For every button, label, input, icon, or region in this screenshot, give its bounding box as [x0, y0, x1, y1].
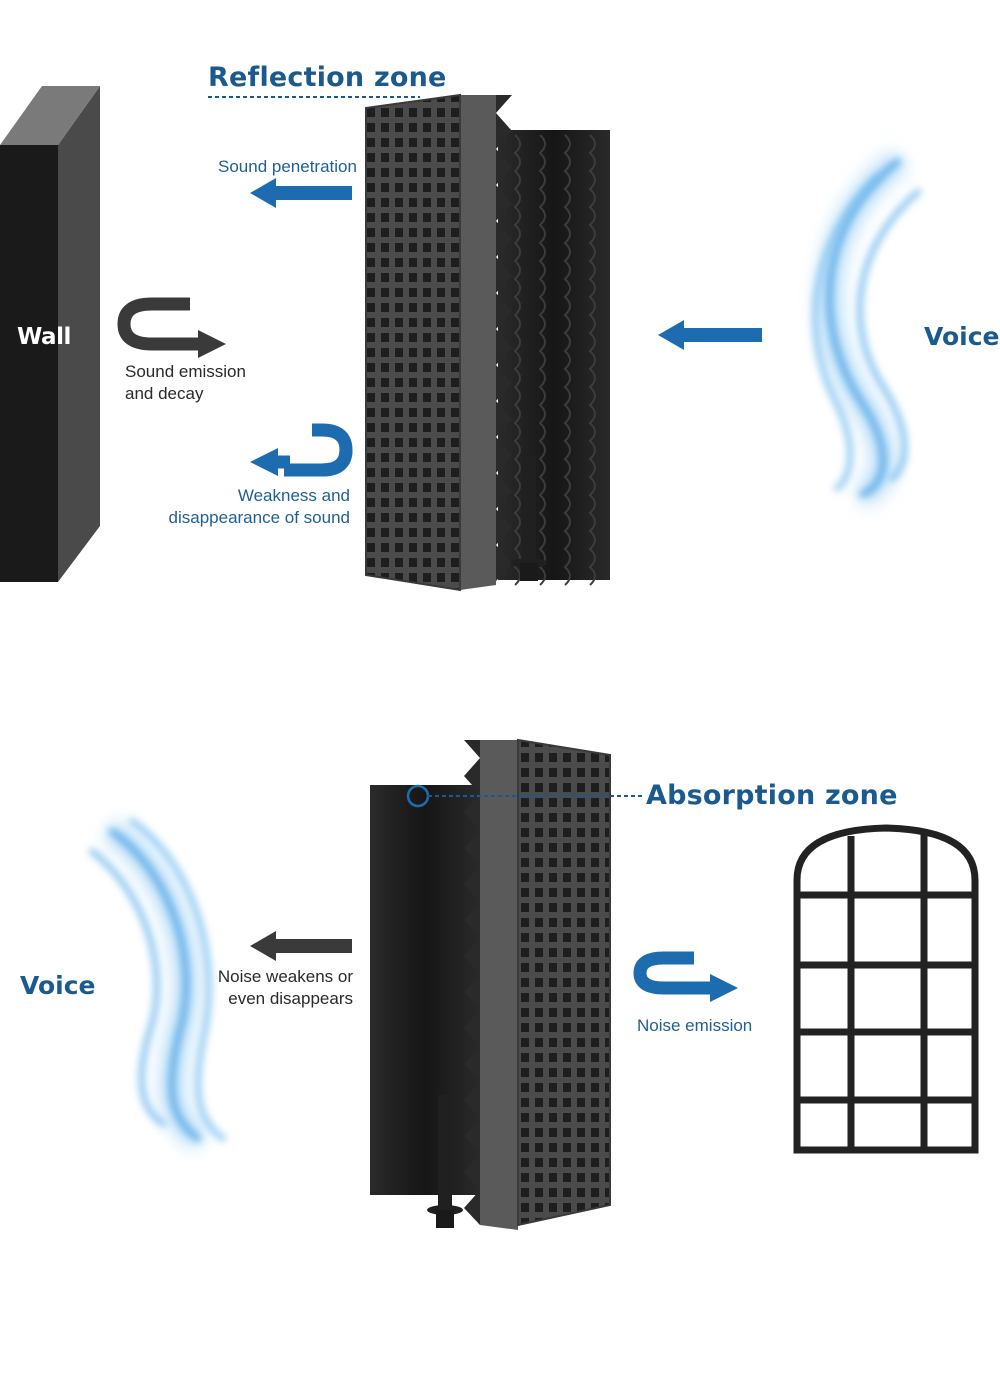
top-isolation-panel: [365, 93, 610, 592]
noise-weakens-arrow: [250, 931, 352, 961]
voice-label-bottom: Voice: [20, 971, 96, 1000]
wall-label: Wall: [17, 324, 71, 350]
sound-emission-label-line2: and decay: [125, 384, 204, 403]
foam-ridge: [513, 134, 521, 586]
noise-emission-uturn-arrow: [633, 951, 738, 1002]
noise-emission-label: Noise emission: [637, 1016, 753, 1035]
sound-penetration-arrow: [250, 178, 352, 208]
foam-ridge: [563, 134, 571, 586]
absorption-zone-title: Absorption zone: [646, 780, 898, 811]
voice-incoming-arrow-top: [658, 320, 762, 350]
voice-label-top: Voice: [924, 322, 1000, 351]
weakness-label-line2: disappearance of sound: [168, 508, 350, 527]
reflection-zone-title: Reflection zone: [208, 62, 447, 93]
noise-weakens-label-line1: Noise weakens or: [217, 967, 353, 986]
bottom-isolation-panel: [370, 738, 642, 1230]
sound-emission-uturn-arrow: [117, 297, 226, 358]
noise-weakens-label-line2: even disappears: [228, 989, 353, 1008]
weakness-label-line1: Weakness and: [237, 486, 350, 505]
voice-wave-top: [812, 151, 922, 506]
sound-penetration-label: Sound penetration: [218, 157, 357, 176]
voice-wave-bottom: [88, 817, 227, 1150]
sound-emission-label-line1: Sound emission: [125, 362, 246, 381]
foam-ridge: [588, 134, 596, 586]
foam-ridge: [538, 134, 546, 586]
arched-window: [793, 824, 979, 1154]
wall-block: [0, 86, 100, 582]
weakness-uturn-arrow: [250, 423, 353, 477]
